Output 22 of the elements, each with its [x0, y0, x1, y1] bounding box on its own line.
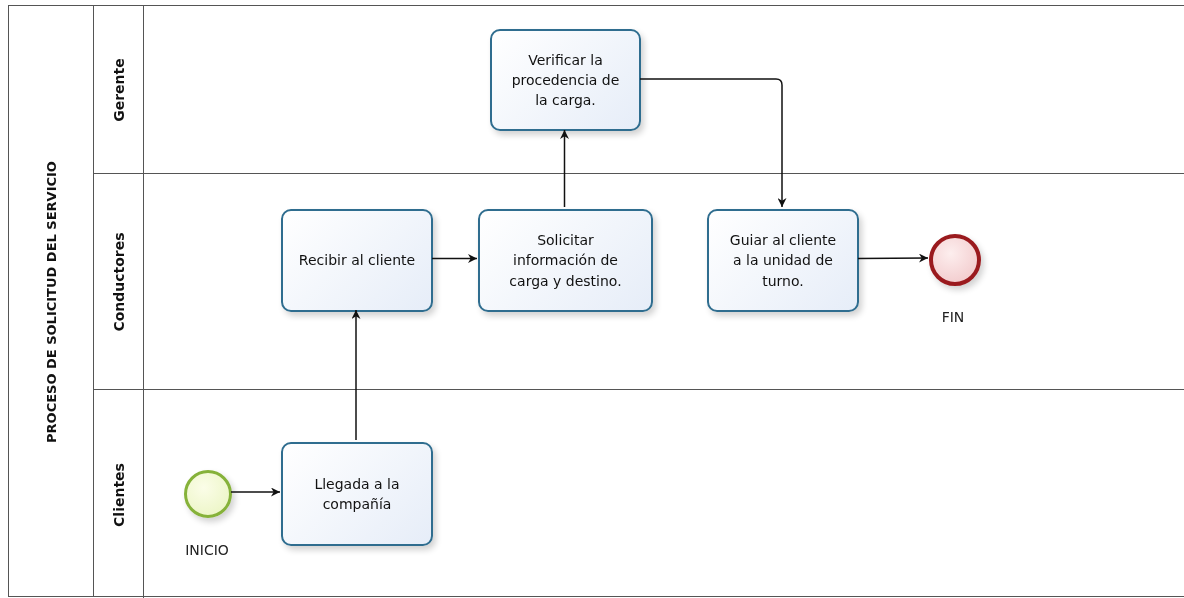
task-box: Guiar al cliente a la unidad de turno. — [707, 209, 859, 312]
end-event-circle — [929, 234, 981, 286]
arrow — [351, 309, 361, 441]
arrow — [560, 129, 569, 208]
lane-label: Gerente — [111, 57, 127, 122]
arrow — [431, 254, 478, 263]
pool-title: PROCESO DE SOLICITUD DEL SERVICIO — [43, 161, 59, 443]
task-box: Solicitar información de carga y destino. — [478, 209, 653, 312]
arrow — [857, 253, 929, 263]
arrow — [230, 487, 281, 497]
swimlane — [94, 389, 1184, 598]
arrow — [639, 78, 787, 208]
event-label: FIN — [940, 309, 966, 325]
task-box: Llegada a la compañía — [281, 442, 433, 546]
start-event-circle — [184, 470, 232, 518]
lane-label: Conductores — [111, 232, 127, 332]
pool-panel — [8, 5, 1184, 597]
task-box: Verificar la procedencia de la carga. — [490, 29, 641, 131]
swimlane — [94, 173, 1184, 389]
event-label: INICIO — [184, 542, 230, 558]
lane-label: Clientes — [111, 462, 127, 527]
task-box: Recibir al cliente — [281, 209, 433, 312]
